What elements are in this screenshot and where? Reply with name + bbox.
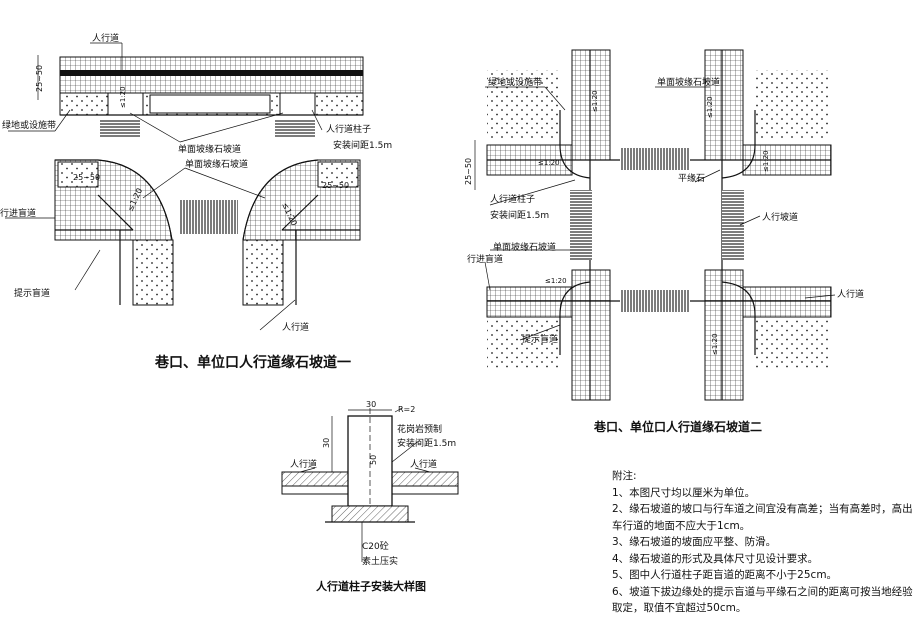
label-bollard-spacing-2: 安装间距1.5m (490, 209, 549, 221)
label-soil: 素土压实 (362, 555, 398, 567)
label-bollard-spacing: 安装间距1.5m (333, 139, 392, 151)
note-line-5: 4、缘石坡道的形式及具体尺寸见设计要求。 (612, 552, 819, 565)
tactile-guide-top (60, 70, 363, 76)
label-slope-6: ≤1:20 (711, 333, 719, 355)
label-tactile-guide-2: 行进盲道 (467, 253, 503, 265)
label-dim-right: 25~50 (322, 181, 349, 190)
label-bollard-2: 人行道柱子 (490, 193, 535, 205)
label-green-belt-2: 绿地或设施带 (488, 76, 542, 88)
ramp-block-right (279, 92, 316, 116)
label-slope-3: ≤1:20 (538, 159, 560, 167)
sidewalk-col-left-top (571, 49, 611, 161)
label-dim-30: 30 (366, 400, 376, 409)
sidewalk-col-right-top (704, 49, 744, 161)
label-single-ramp-2: 单面坡缘石坡道 (185, 158, 248, 170)
note-line-2: 2、缘石坡道的坡口与行车道之间宜没有高差；当有高差时，高出 (612, 503, 913, 515)
crosswalk-left (570, 190, 592, 260)
label-warning-tactile-2: 提示盲道 (522, 333, 558, 345)
label-dim-height: 30 (322, 438, 331, 448)
label-green-belt: 绿地或设施带 (2, 119, 56, 131)
crosswalk-top-right (275, 120, 315, 138)
label-dim-left: 25~50 (73, 173, 100, 182)
ground-right (391, 471, 459, 487)
label-concrete: C20砼 (362, 540, 389, 552)
diagram-one: 人行道 25~50 绿地或设施带 单面坡缘石坡道 人行道柱子 安装间距1.5m … (0, 32, 392, 371)
green-belt-tr (755, 70, 831, 140)
sidewalk-row-bottom-right (742, 286, 832, 318)
label-dim-r: R=2 (398, 405, 415, 414)
label-warning-tactile: 提示盲道 (14, 287, 50, 299)
label-dim-2: 25~50 (464, 158, 473, 185)
crosswalk-top-left (100, 120, 140, 138)
sidewalk-row-bottom-left (486, 286, 573, 318)
bollard-detail: 30 R=2 花岗岩预制 安装间距1.5m 人行道 人行道 30 50 C20砼… (281, 400, 459, 593)
label-sidewalk-top: 人行道 (92, 32, 119, 44)
green-belt-right-bottom (242, 239, 284, 306)
green-belt-left (57, 161, 99, 188)
diagram-two-title: 巷口、单位口人行道缘石坡道二 (593, 419, 762, 434)
label-spacing: 安装间距1.5m (397, 437, 456, 449)
label-flat-curb: 平缘石 (678, 172, 705, 184)
label-sidewalk-left-detail: 人行道 (290, 458, 317, 470)
green-belt-left-bottom (132, 239, 174, 306)
sidewalk-col-right-bottom (704, 269, 744, 401)
note-line-8: 取定，取值不宜超过50cm。 (612, 602, 747, 614)
label-slope-5: ≤1:20 (545, 277, 567, 285)
label-single-ramp: 单面坡缘石坡道 (178, 143, 241, 155)
notes-block: 附注: 1、本图尺寸均以厘米为单位。 2、缘石坡道的坡口与行车道之间宜没有高差；… (612, 468, 913, 617)
label-tactile-guide: 行进盲道 (0, 207, 36, 219)
green-belt-right (317, 161, 359, 188)
label-dim-top: 25~50 (35, 65, 44, 92)
detail-title: 人行道柱子安装大样图 (316, 579, 426, 593)
base-left (281, 485, 349, 495)
green-belt-br (755, 320, 831, 370)
label-sidewalk-right-2: 人行道 (837, 288, 864, 300)
note-line-6: 5、图中人行道柱子距盲道的距离不小于25cm。 (612, 569, 838, 581)
label-sidewalk-bottom: 人行道 (282, 321, 309, 333)
label-dim-inner: 50 (369, 455, 378, 465)
label-sidewalk-right-detail: 人行道 (410, 458, 437, 470)
note-line-3: 车行道的地面不应大于1cm。 (612, 519, 751, 532)
crosswalk-middle (180, 200, 238, 234)
diagram-one-title: 巷口、单位口人行道缘石坡道一 (154, 354, 351, 371)
ramp-slab-top (149, 94, 271, 114)
concrete-footing (331, 505, 409, 523)
notes-heading: 附注: (612, 470, 637, 482)
label-slope-top: ≤1:20 (119, 86, 127, 108)
note-line-1: 1、本图尺寸均以厘米为单位。 (612, 486, 756, 499)
label-slope-2: ≤1:20 (706, 96, 714, 118)
label-slope-4: ≤1:20 (762, 150, 770, 172)
crosswalk-top (620, 148, 690, 170)
label-single-ramp-mid: 单面坡缘石坡道 (493, 241, 556, 253)
label-material: 花岗岩预制 (397, 423, 442, 435)
note-line-4: 3、缘石坡道的坡面应平整、防滑。 (612, 536, 777, 548)
green-belt-bl (487, 320, 560, 370)
ground-left (281, 471, 349, 487)
note-line-7: 6、坡道下拔边缘处的提示盲道与平缘石之间的距离可按当地经验 (612, 585, 913, 598)
crosswalk-bottom (620, 290, 690, 312)
green-belt-tl (487, 70, 560, 140)
label-sidewalk-ramp: 人行坡道 (762, 211, 798, 223)
label-slope-1: ≤1:20 (591, 90, 599, 112)
base-right (391, 485, 459, 495)
label-bollard: 人行道柱子 (326, 123, 371, 135)
crosswalk-right (722, 190, 744, 260)
label-single-ramp-top: 单面坡缘石坡道 (657, 76, 720, 88)
diagram-two: 绿地或设施带 单面坡缘石坡道 25~50 人行道柱子 安装间距1.5m 平缘石 … (464, 49, 864, 434)
sidewalk-col-left-bottom (571, 269, 611, 401)
